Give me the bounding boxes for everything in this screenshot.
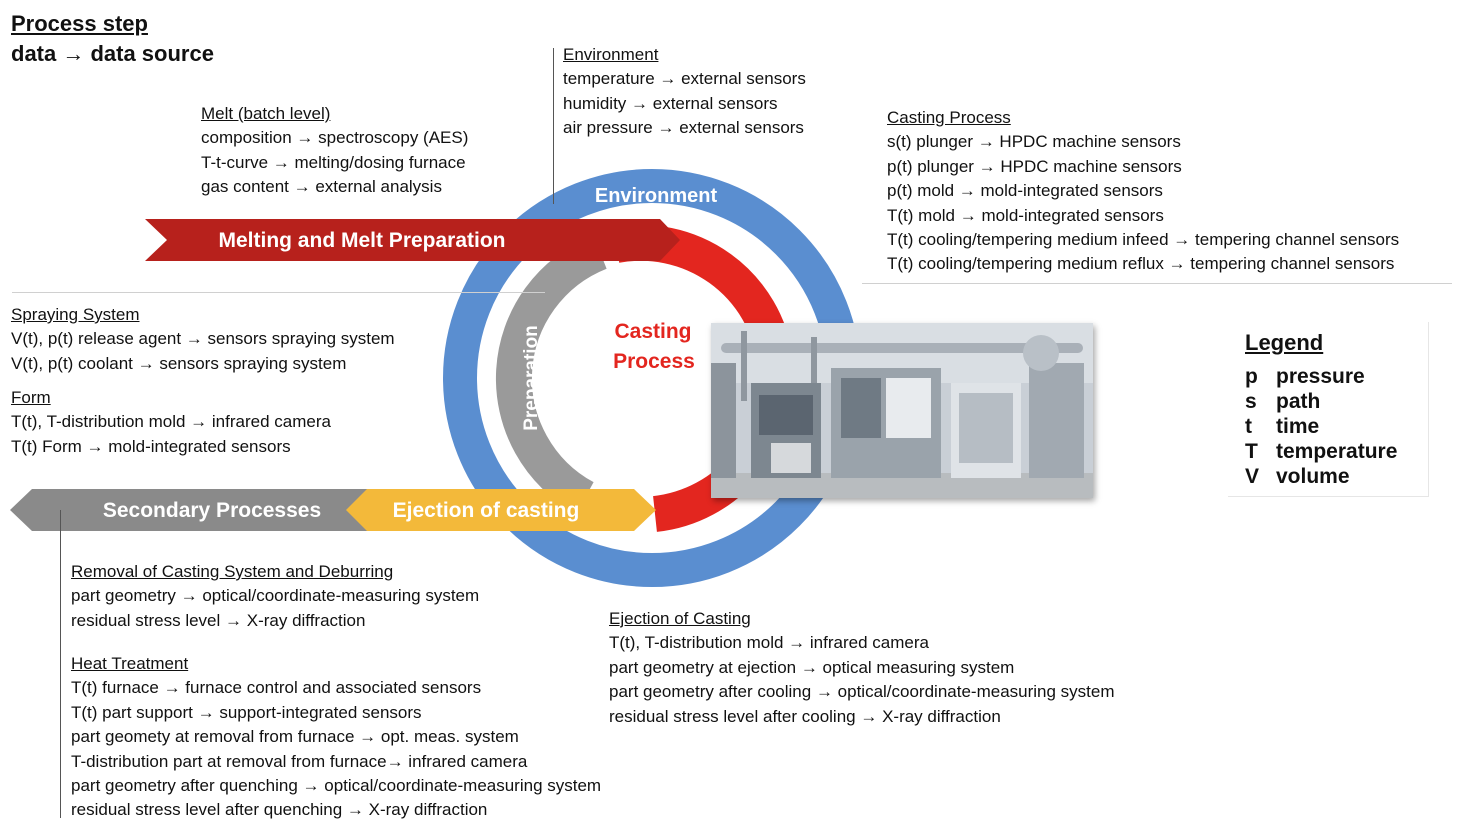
- casting-separator: [862, 283, 1452, 284]
- ejection-arrow: [346, 489, 656, 531]
- environment-line: humidity → external sensors: [563, 93, 778, 113]
- environment-heading: Environment: [563, 45, 659, 64]
- casting-process-line: s(t) plunger → HPDC machine sensors: [887, 132, 1181, 152]
- ejection-info: Ejection of Casting T(t), T-distribution…: [609, 607, 1115, 729]
- casting-process-line: p(t) mold → mold-integrated sensors: [887, 181, 1163, 201]
- legend-symbol: t: [1245, 415, 1252, 438]
- key-title: Process step data → data source: [11, 9, 214, 69]
- casting-process-line: T(t) cooling/tempering medium infeed → t…: [887, 230, 1400, 250]
- melt-line: T-t-curve → melting/dosing furnace: [201, 152, 466, 172]
- spraying-line: V(t), p(t) release agent → sensors spray…: [11, 329, 395, 349]
- casting-process-heading: Casting Process: [887, 108, 1011, 127]
- environment-line: temperature → external sensors: [563, 69, 806, 89]
- legend-title: Legend: [1245, 330, 1324, 355]
- form-heading: Form: [11, 388, 51, 407]
- melt-heading: Melt (batch level): [201, 104, 331, 123]
- melt-line: gas content → external analysis: [201, 177, 442, 197]
- melt-info: Melt (batch level) composition → spectro…: [201, 102, 468, 200]
- secondary-connector: [60, 510, 61, 818]
- key-heading: Process step: [11, 11, 148, 36]
- melting-arrow: [145, 219, 680, 261]
- melting-separator: [12, 292, 545, 293]
- preparation-arc: [495, 235, 607, 514]
- ejection-line: residual stress level after cooling → X-…: [609, 706, 1001, 726]
- legend-symbol: s: [1245, 390, 1257, 413]
- key-subheading: data → data source: [11, 41, 214, 66]
- removal-info: Removal of Casting System and Deburring …: [71, 560, 479, 633]
- environment-info: Environment temperature → external senso…: [563, 43, 806, 141]
- legend-meaning: volume: [1276, 465, 1350, 488]
- legend-meaning: temperature: [1276, 440, 1398, 463]
- ejection-arrow-label: Ejection of casting: [393, 499, 580, 522]
- spraying-line: V(t), p(t) coolant → sensors spraying sy…: [11, 353, 347, 373]
- form-line: T(t), T-distribution mold → infrared cam…: [11, 412, 331, 432]
- environment-connector: [553, 48, 554, 204]
- secondary-arrow: [10, 489, 368, 531]
- legend-meaning: path: [1276, 390, 1321, 413]
- casting-machine-photo: [711, 323, 1093, 498]
- spraying-info: Spraying System V(t), p(t) release agent…: [11, 303, 395, 376]
- casting-process-line: T(t) mold → mold-integrated sensors: [887, 205, 1164, 225]
- casting-process-line: T(t) cooling/tempering medium reflux → t…: [887, 254, 1395, 274]
- legend-symbol: p: [1245, 365, 1258, 388]
- legend-meaning: time: [1276, 415, 1320, 438]
- spraying-heading: Spraying System: [11, 305, 140, 324]
- machine-illustration: [711, 323, 1093, 498]
- ejection-line: part geometry at ejection → optical meas…: [609, 657, 1015, 677]
- legend-symbol: V: [1245, 465, 1260, 488]
- legend-meaning: pressure: [1276, 365, 1365, 388]
- form-line: T(t) Form → mold-integrated sensors: [11, 436, 291, 456]
- heat-treatment-line: T-distribution part at removal from furn…: [71, 751, 528, 771]
- center-label-line2: Process: [613, 350, 695, 373]
- melt-line: composition → spectroscopy (AES): [201, 128, 469, 148]
- environment-line: air pressure → external sensors: [563, 118, 804, 138]
- heat-treatment-line: T(t) furnace → furnace control and assoc…: [71, 678, 482, 698]
- heat-treatment-line: part geomety at removal from furnace → o…: [71, 727, 519, 747]
- ejection-line: part geometry after cooling → optical/co…: [609, 682, 1115, 702]
- legend-item: p pressure: [1245, 364, 1365, 389]
- ejection-heading: Ejection of Casting: [609, 609, 751, 628]
- legend-symbol: T: [1245, 440, 1258, 463]
- heat-treatment-line: part geometry after quenching → optical/…: [71, 776, 602, 796]
- heat-treatment-line: residual stress level after quenching → …: [71, 800, 488, 820]
- casting-process-info: Casting Process s(t) plunger → HPDC mach…: [887, 106, 1399, 277]
- heat-treatment-info: Heat Treatment T(t) furnace → furnace co…: [71, 652, 601, 823]
- heat-treatment-line: T(t) part support → support-integrated s…: [71, 702, 422, 722]
- environment-ring-label: Environment: [595, 185, 718, 207]
- melting-arrow-label: Melting and Melt Preparation: [218, 229, 505, 252]
- center-label-line1: Casting: [614, 320, 691, 343]
- heat-treatment-heading: Heat Treatment: [71, 654, 189, 673]
- removal-heading: Removal of Casting System and Deburring: [71, 562, 394, 581]
- form-info: Form T(t), T-distribution mold → infrare…: [11, 386, 331, 459]
- removal-line: part geometry → optical/coordinate-measu…: [71, 586, 480, 606]
- removal-line: residual stress level → X-ray diffractio…: [71, 610, 366, 630]
- preparation-arc-label: Preparation: [521, 325, 542, 431]
- casting-process-line: p(t) plunger → HPDC machine sensors: [887, 156, 1182, 176]
- legend-item: t time: [1245, 414, 1319, 439]
- secondary-arrow-label: Secondary Processes: [103, 499, 321, 522]
- ejection-line: T(t), T-distribution mold → infrared cam…: [609, 633, 929, 653]
